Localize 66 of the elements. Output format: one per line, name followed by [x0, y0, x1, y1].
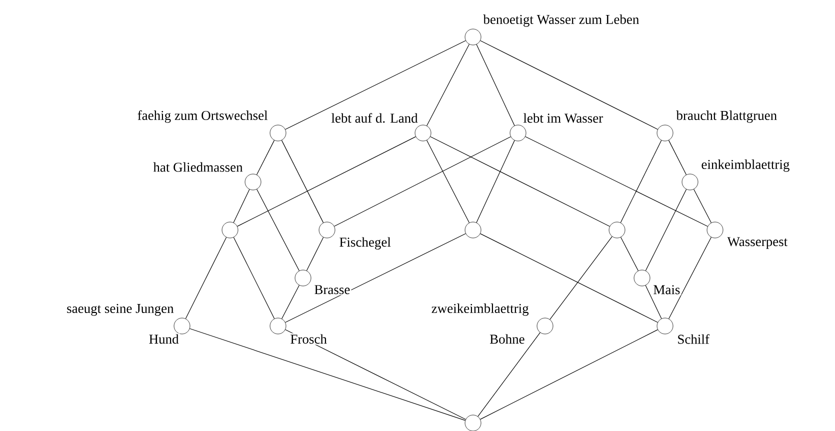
- lattice-line: [480, 40, 658, 130]
- lattice-line: [426, 140, 470, 224]
- node-label: saeugt seine Jungen: [66, 302, 175, 317]
- node-label: Fischegel: [338, 236, 392, 250]
- lattice-line: [478, 332, 540, 417]
- node-label: lebt auf d. Land: [330, 112, 419, 124]
- node-label: Brasse: [313, 284, 352, 296]
- lattice-line: [237, 136, 416, 227]
- lattice-line: [550, 236, 612, 320]
- lattice-line: [233, 237, 275, 319]
- concept-circle: [536, 318, 554, 334]
- node-label: lebt im Wasser: [522, 112, 604, 124]
- concept-circle: [464, 222, 482, 238]
- node-label: hat Gliedmassen: [152, 161, 244, 173]
- lattice-line: [694, 188, 712, 224]
- node-label: benoetigt Wasser zum Leben: [482, 14, 640, 28]
- concept-circle: [270, 124, 286, 142]
- lattice-line: [334, 136, 511, 227]
- node-label: zweikeimblaettrig: [430, 302, 530, 317]
- lattice-line: [185, 237, 227, 319]
- concept-circle: [656, 318, 674, 334]
- node-label: Schilf: [676, 333, 710, 345]
- lattice-line: [645, 189, 687, 271]
- concept-circle: [244, 174, 262, 190]
- node-label: Wasserpest: [726, 236, 789, 250]
- lattice-line: [285, 40, 466, 130]
- lattice-line: [476, 140, 515, 223]
- lattice-line: [256, 188, 300, 272]
- concept-circle: [294, 270, 312, 286]
- lattice-line: [645, 285, 662, 319]
- node-label: Mais: [652, 284, 682, 296]
- concept-circle: [510, 124, 526, 142]
- concept-circle: [464, 28, 482, 46]
- lattice-line: [620, 236, 639, 272]
- concept-circle: [706, 222, 724, 238]
- node-label: Hund: [148, 333, 180, 345]
- lattice-line: [306, 237, 324, 271]
- node-label: braucht Blattgruen: [675, 110, 778, 124]
- lattice-line: [525, 136, 708, 227]
- concept-circle: [608, 222, 626, 238]
- lattice-line: [256, 140, 275, 175]
- concept-circle: [414, 124, 432, 142]
- concept-circle: [318, 222, 336, 238]
- node-label: einkeimblaettrig: [700, 158, 791, 173]
- lattice-line: [281, 140, 324, 223]
- lattice-line: [282, 284, 300, 320]
- lattice-line: [476, 44, 515, 126]
- lattice-line: [285, 233, 466, 323]
- concept-circle: [270, 318, 286, 334]
- concept-circle: [634, 270, 650, 286]
- concept-circle: [174, 318, 190, 334]
- concept-circle: [682, 174, 698, 190]
- lattice-line: [233, 189, 250, 223]
- lattice-line: [430, 136, 610, 227]
- lattice-line: [480, 233, 658, 323]
- lattice-line: [668, 140, 687, 175]
- node-label: faehig zum Ortswechsel: [136, 109, 269, 124]
- concept-circle: [222, 222, 238, 238]
- lattice-line: [620, 140, 662, 223]
- lattice-line: [480, 329, 658, 420]
- lattice-line: [426, 44, 470, 126]
- concept-circle: [656, 124, 674, 142]
- lattice-line: [189, 328, 466, 421]
- lattice-line: [668, 236, 712, 320]
- node-label: Bohne: [488, 333, 526, 345]
- node-label: Frosch: [289, 333, 328, 345]
